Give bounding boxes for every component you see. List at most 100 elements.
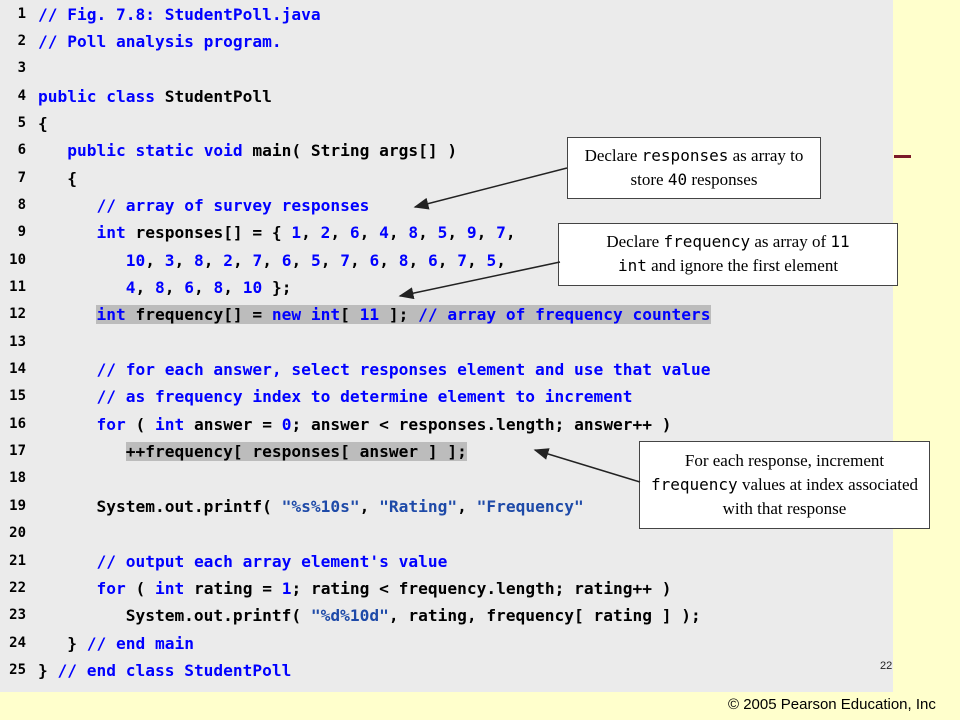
- code-token: 7: [340, 250, 350, 270]
- code-token: (: [125, 578, 155, 598]
- code-token: 1: [281, 578, 292, 598]
- callout-text: responses: [687, 170, 758, 189]
- code-token: 8: [154, 278, 165, 297]
- code-token: ,: [262, 250, 282, 270]
- line-number: 23: [9, 607, 26, 624]
- code-token: 8: [408, 223, 419, 243]
- code-token: ,: [359, 496, 380, 516]
- code-token: "Frequency": [476, 496, 584, 516]
- code-token: responses[] = {: [125, 223, 292, 243]
- code-token: ,: [164, 278, 185, 297]
- code-token: ,: [135, 278, 155, 297]
- code-token: "Rating": [379, 496, 458, 516]
- code-token: 6: [349, 223, 360, 243]
- code-text: // for each answer, select responses ele…: [38, 356, 710, 383]
- code-token: [38, 196, 96, 215]
- code-token: int: [96, 223, 126, 243]
- code-token: ,: [447, 223, 467, 243]
- code-token: 5: [486, 250, 497, 270]
- code-token: // end class StudentPoll: [57, 660, 292, 680]
- code-token: (: [125, 414, 155, 434]
- code-token: [38, 251, 126, 270]
- line-number: 22: [9, 579, 26, 596]
- line-number: 16: [9, 415, 26, 432]
- code-token: 4: [379, 223, 389, 243]
- code-text: for ( int rating = 1; rating < frequency…: [38, 575, 671, 602]
- code-token: 1: [291, 223, 302, 243]
- code-token: 6: [427, 250, 438, 270]
- code-token: 0: [281, 414, 292, 434]
- code-token: ,: [418, 223, 438, 243]
- callout-text: as array of: [750, 232, 831, 251]
- code-token: System.out.printf(: [38, 606, 311, 626]
- line-number: 6: [17, 142, 26, 159]
- code-token: 10: [125, 250, 146, 270]
- code-text: for ( int answer = 0; answer < responses…: [38, 411, 671, 438]
- code-token: ];: [379, 305, 419, 325]
- code-token: main( String args[] ): [242, 141, 458, 161]
- code-token: // for each answer, select responses ele…: [96, 360, 711, 380]
- code-text: // Fig. 7.8: StudentPoll.java: [38, 1, 321, 28]
- code-token: // end main: [86, 633, 194, 653]
- code-token: [38, 305, 96, 324]
- code-token: [38, 579, 96, 598]
- code-text: public class StudentPoll: [38, 83, 272, 110]
- callout-code: frequency: [650, 475, 738, 494]
- code-token: ,: [223, 278, 243, 297]
- code-token: 3: [164, 250, 175, 270]
- code-token: ,: [476, 223, 497, 243]
- code-token: System.out.printf(: [38, 496, 282, 516]
- code-token: {: [38, 113, 48, 133]
- code-token: ,: [320, 250, 341, 270]
- code-text: // as frequency index to determine eleme…: [38, 383, 632, 410]
- line-number: 12: [9, 306, 26, 323]
- code-token: ,: [203, 250, 224, 270]
- code-token: ,: [330, 223, 350, 243]
- line-number: 1: [17, 5, 26, 22]
- code-token: // Poll analysis program.: [38, 31, 282, 51]
- code-token: ,: [145, 250, 165, 270]
- callout-code: 11: [830, 232, 850, 251]
- code-token: for: [96, 578, 126, 598]
- line-number: 14: [9, 361, 26, 378]
- callout-text: Declare: [606, 232, 664, 251]
- code-token: }: [38, 633, 87, 653]
- page-number: 22: [880, 660, 893, 672]
- code-token: StudentPoll: [154, 86, 272, 106]
- code-token: answer =: [184, 414, 282, 434]
- callout-text: as array to store: [630, 146, 804, 189]
- callout-increment: For each response, increment frequency v…: [639, 441, 930, 529]
- code-token: }: [38, 660, 58, 680]
- code-text: 4, 8, 6, 8, 10 };: [38, 274, 292, 301]
- code-token: 11: [359, 305, 380, 325]
- code-token: ,: [388, 223, 409, 243]
- code-token: ,: [291, 250, 311, 270]
- code-token: // array of survey responses: [96, 195, 370, 215]
- code-text: // Poll analysis program.: [38, 28, 282, 55]
- code-token: 5: [310, 250, 321, 270]
- code-token: 7: [457, 250, 467, 270]
- line-number: 10: [9, 251, 26, 268]
- code-token: 7: [252, 250, 263, 270]
- code-token: // array of frequency counters: [418, 305, 711, 325]
- line-number: 11: [9, 279, 26, 295]
- code-token: [38, 415, 96, 434]
- code-token: for: [96, 414, 126, 434]
- line-number: 9: [17, 224, 26, 241]
- code-token: 6: [369, 250, 380, 270]
- code-token: 8: [193, 250, 204, 270]
- code-token: {: [38, 168, 77, 188]
- line-number: 20: [9, 525, 26, 542]
- code-token: 4: [125, 278, 136, 297]
- callout-text: Declare: [584, 146, 642, 165]
- code-text: public static void main( String args[] ): [38, 137, 457, 164]
- code-token: "%d%10d": [310, 606, 389, 626]
- code-text: System.out.printf( "%s%10s", "Rating", "…: [38, 493, 584, 520]
- line-number: 3: [17, 60, 26, 77]
- callout-code: 40: [667, 170, 688, 189]
- code-token: frequency[] =: [125, 305, 272, 325]
- line-number: 13: [9, 333, 26, 350]
- code-token: [: [340, 305, 360, 325]
